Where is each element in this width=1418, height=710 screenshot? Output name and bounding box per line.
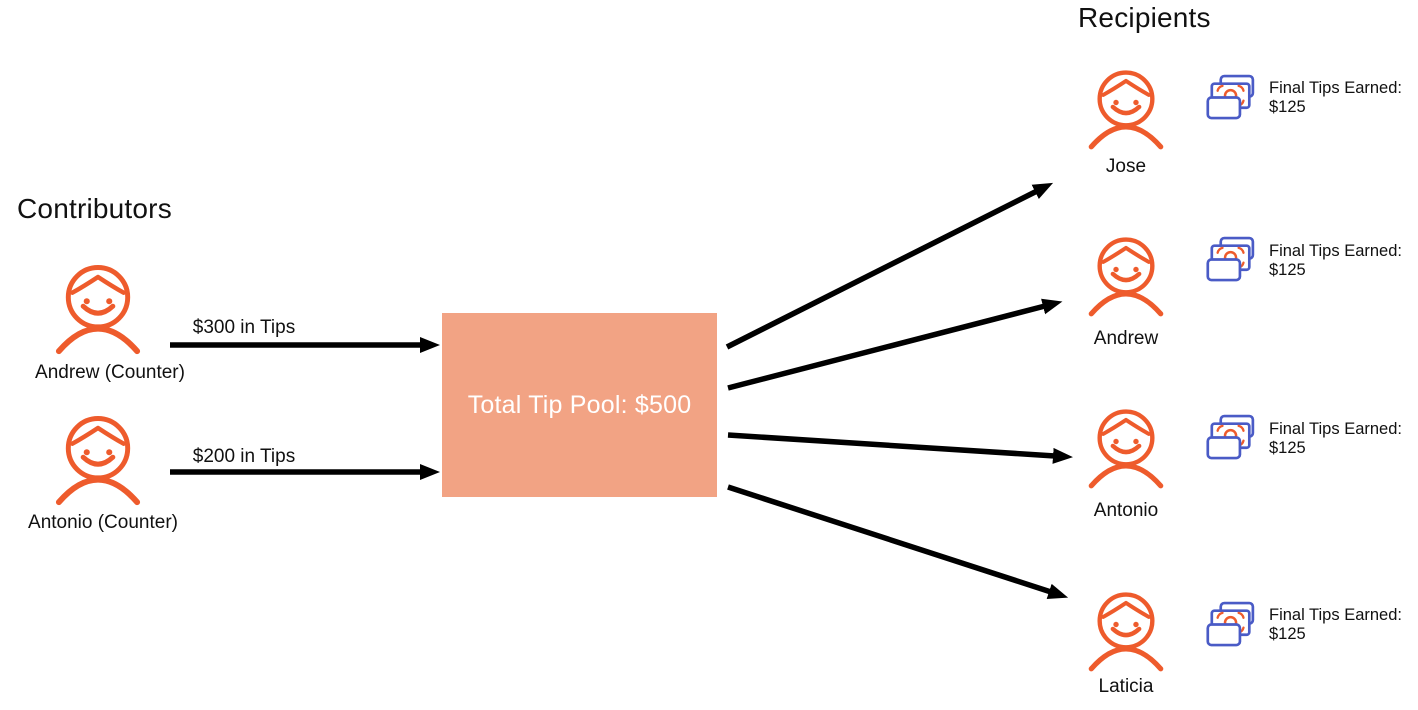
earned-value: $125 xyxy=(1269,261,1306,279)
recipient-avatar-laticia xyxy=(1086,589,1166,672)
person-icon xyxy=(1086,589,1166,672)
earned-label: Final Tips Earned: xyxy=(1269,79,1402,97)
tip-pool-label: Total Tip Pool: $500 xyxy=(467,390,692,419)
recipient-name: Jose xyxy=(1105,156,1147,177)
person-icon xyxy=(1086,67,1166,150)
recipient-name: Antonio xyxy=(1093,500,1159,521)
money-icon-wrap xyxy=(1206,601,1256,648)
person-icon xyxy=(1086,406,1166,489)
contributor-avatar-antonio xyxy=(53,412,143,506)
recipient-name: Laticia xyxy=(1098,676,1154,697)
contributor-name: Andrew (Counter) xyxy=(35,362,185,383)
earned-value: $125 xyxy=(1269,625,1306,643)
earned-label: Final Tips Earned: xyxy=(1269,606,1402,624)
contributors-heading: Contributors xyxy=(17,193,172,224)
person-icon xyxy=(53,412,143,506)
arrow-pool-to-andrew xyxy=(727,298,1063,391)
earned-value: $125 xyxy=(1269,439,1306,457)
earned-label: Final Tips Earned: xyxy=(1269,242,1402,260)
recipient-name: Andrew xyxy=(1093,328,1159,349)
recipient-avatar-andrew xyxy=(1086,234,1166,317)
banknotes-icon xyxy=(1206,601,1256,648)
earned-block: Final Tips Earned: $125 xyxy=(1269,242,1402,280)
recipient-avatar-antonio xyxy=(1086,406,1166,489)
banknotes-icon xyxy=(1206,236,1256,283)
arrow-pool-to-jose xyxy=(725,182,1054,350)
banknotes-icon xyxy=(1206,74,1256,121)
earned-block: Final Tips Earned: $125 xyxy=(1269,606,1402,644)
tip-pool-box: Total Tip Pool: $500 xyxy=(442,313,717,497)
earned-block: Final Tips Earned: $125 xyxy=(1269,79,1402,117)
money-icon-wrap xyxy=(1206,414,1256,461)
money-icon-wrap xyxy=(1206,236,1256,283)
money-icon-wrap xyxy=(1206,74,1256,121)
person-icon xyxy=(53,261,143,355)
contributor-avatar-andrew xyxy=(53,261,143,355)
earned-label: Final Tips Earned: xyxy=(1269,420,1402,438)
arrow-pool-to-laticia xyxy=(727,484,1069,599)
person-icon xyxy=(1086,234,1166,317)
banknotes-icon xyxy=(1206,414,1256,461)
arrow-pool-to-antonio xyxy=(727,432,1073,464)
contributor-name: Antonio (Counter) xyxy=(28,512,178,533)
tip-arrow-label: $200 in Tips xyxy=(192,446,296,467)
earned-value: $125 xyxy=(1269,98,1306,116)
tip-arrow-label: $300 in Tips xyxy=(192,317,296,338)
recipients-heading: Recipients xyxy=(1078,2,1211,33)
recipient-avatar-jose xyxy=(1086,67,1166,150)
earned-block: Final Tips Earned: $125 xyxy=(1269,420,1402,458)
